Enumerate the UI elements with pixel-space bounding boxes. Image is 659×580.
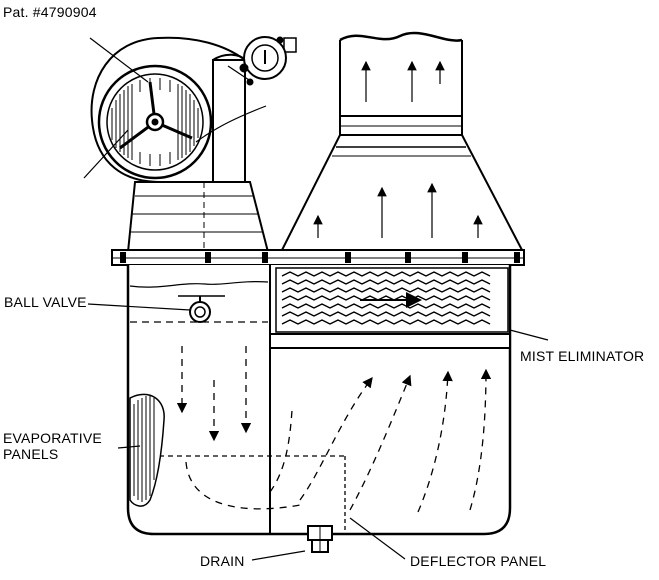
water-line — [129, 281, 345, 457]
callout-leaders — [87, 303, 549, 561]
blower-wheel — [97, 64, 213, 180]
top-flange — [111, 249, 525, 266]
drain-label: DRAIN — [200, 553, 245, 569]
evaporative-label-line2: PANELS — [3, 446, 59, 462]
ball-valve — [178, 295, 225, 323]
discharge-stack — [339, 31, 463, 136]
evaporative-label-line1: EVAPORATIVE — [3, 430, 102, 446]
evaporative-panel — [129, 393, 165, 507]
drain-fitting — [307, 525, 333, 553]
ball-valve-label: BALL VALVE — [4, 294, 87, 310]
mist-eliminator-label: MIST ELIMINATOR — [520, 348, 645, 364]
motor-gauge — [239, 36, 297, 86]
left-transition — [126, 181, 270, 253]
airflow-dashed-paths — [176, 346, 492, 530]
discharge-hood — [280, 134, 524, 251]
airflow-up-arrows — [313, 60, 483, 238]
deflector-panel-label: DEFLECTOR PANEL — [410, 553, 547, 569]
mist-eliminator — [275, 267, 509, 333]
patent-number: Pat. #4790904 — [3, 4, 97, 20]
